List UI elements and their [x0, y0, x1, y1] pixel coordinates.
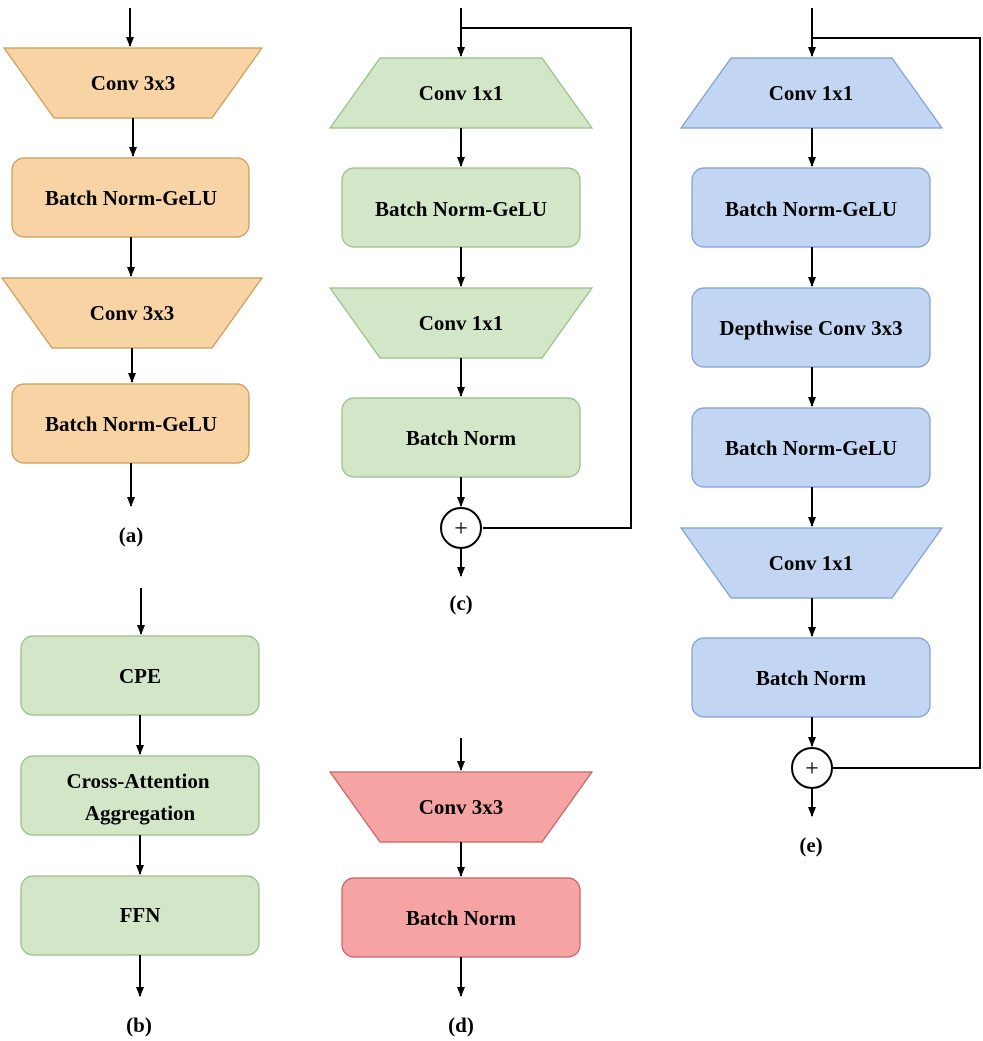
block-label: Batch Norm-GeLU: [375, 197, 547, 221]
skip-connection: [812, 37, 981, 769]
diagram-e: Conv 1x1 Batch Norm-GeLU Depthwise Conv …: [679, 8, 981, 857]
plus-icon: +: [805, 756, 819, 782]
block-label: CPE: [119, 664, 161, 688]
block-label: Batch Norm: [756, 666, 867, 690]
diagram-a: Conv 3x3 Batch Norm-GeLU Conv 3x3 Batch …: [0, 8, 264, 547]
block-label: Batch Norm-GeLU: [45, 186, 217, 210]
conv-block: [328, 771, 594, 843]
block-label: Aggregation: [85, 801, 196, 825]
caption: (a): [119, 523, 144, 547]
block-label: Conv 3x3: [91, 71, 176, 95]
conv-block: [679, 57, 944, 129]
conv-block: [328, 57, 594, 129]
caption: (d): [448, 1013, 474, 1037]
block-label: Batch Norm-GeLU: [725, 436, 897, 460]
block-label: Depthwise Conv 3x3: [719, 316, 902, 340]
block-label: Conv 3x3: [419, 795, 504, 819]
caption: (c): [449, 591, 472, 615]
block-label: Conv 1x1: [419, 311, 504, 335]
caption: (e): [799, 833, 822, 857]
block-label: Batch Norm: [406, 426, 517, 450]
block-label: Cross-Attention: [66, 769, 209, 793]
conv-block: [2, 47, 264, 119]
conv-block: [328, 287, 594, 359]
block-label: Batch Norm-GeLU: [45, 412, 217, 436]
block-label: Conv 1x1: [419, 81, 504, 105]
block-label: Conv 1x1: [769, 551, 854, 575]
block-label: Batch Norm-GeLU: [725, 197, 897, 221]
diagram-d: Conv 3x3 Batch Norm (d): [328, 738, 594, 1037]
block-label: FFN: [120, 903, 161, 927]
caption: (b): [126, 1013, 152, 1037]
conv-block: [679, 527, 944, 599]
conv-block: [0, 277, 264, 349]
skip-connection: [461, 27, 632, 529]
block-label: Conv 3x3: [90, 301, 175, 325]
block-label: Batch Norm: [406, 906, 517, 930]
block-label: Conv 1x1: [769, 81, 854, 105]
diagram-c: Conv 1x1 Batch Norm-GeLU Conv 1x1 Batch …: [328, 8, 632, 615]
plus-icon: +: [454, 516, 468, 542]
diagram-b: CPE Cross-Attention Aggregation FFN (b): [20, 588, 260, 1037]
